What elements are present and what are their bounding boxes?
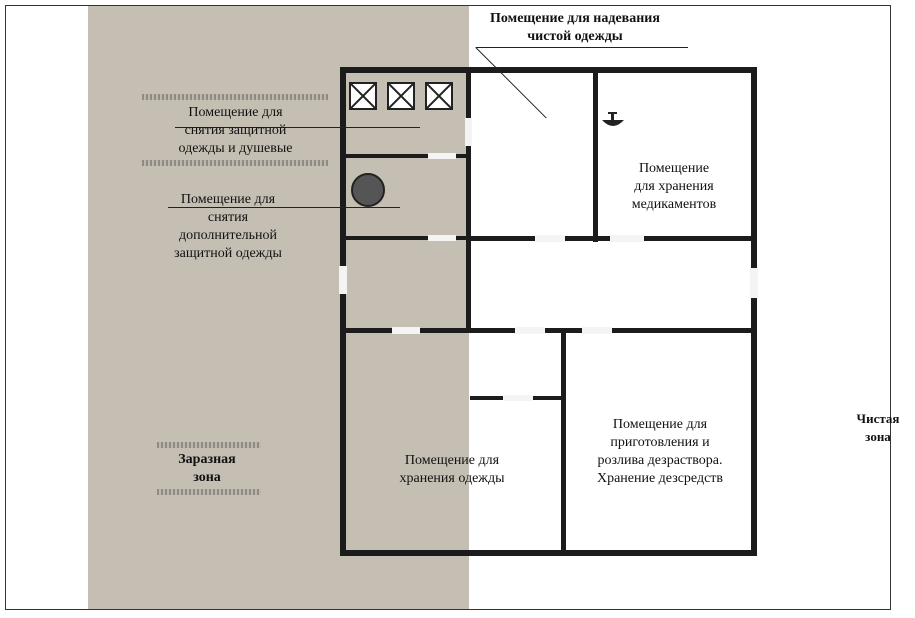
label-line: снятия защитной <box>184 123 287 138</box>
door-opening <box>535 235 565 242</box>
leader-line <box>175 127 420 128</box>
clean-zone-label: Чистая зона <box>846 410 910 446</box>
wall-disinfect-left <box>561 330 566 554</box>
label-hatch <box>157 489 261 495</box>
undress-shower-room-label: Помещение для снятия защитной одежды и д… <box>143 104 328 158</box>
label-line: Помещение для <box>612 417 708 432</box>
label-line: дополнительной <box>178 228 278 243</box>
corridor-floor <box>473 332 563 398</box>
wall-left <box>340 67 346 556</box>
label-hatch <box>157 442 261 448</box>
label-line: Помещение для <box>404 453 500 468</box>
wall-inner-vertical <box>466 70 471 332</box>
label-line: для хранения <box>634 179 714 194</box>
shower-box-icon <box>387 82 415 110</box>
wall-top <box>340 67 756 73</box>
wall-shower-bottom <box>343 154 469 158</box>
door-opening <box>582 327 612 334</box>
wall-medicine-left <box>593 70 598 242</box>
label-line: Чистая <box>856 411 900 426</box>
leader-line <box>476 47 688 48</box>
door-opening <box>610 235 644 242</box>
wall-right <box>751 67 757 556</box>
wall-lower <box>343 328 754 333</box>
label-line: Помещение <box>638 161 710 176</box>
label-line: Заразная <box>178 452 236 467</box>
shower-box-icon <box>349 82 377 110</box>
door-opening <box>392 327 420 334</box>
label-line: хранения одежды <box>399 471 505 486</box>
label-line: Хранение дезсредств <box>596 471 724 486</box>
contagious-zone-label: Заразная зона <box>157 451 257 487</box>
label-line: одежды и душевые <box>178 141 293 156</box>
label-line: приготовления и <box>610 435 710 450</box>
label-line: розлива дезраствора. <box>597 453 723 468</box>
door-opening <box>750 268 758 298</box>
label-line: медикаментов <box>631 197 717 212</box>
clean-clothes-room-label: Помещение для надевания чистой одежды <box>475 10 675 46</box>
drain-icon <box>351 173 385 207</box>
diagram-frame <box>5 5 891 610</box>
label-line: снятия <box>207 210 249 225</box>
label-line: зона <box>193 470 221 485</box>
label-line: Помещение для <box>180 192 276 207</box>
door-opening <box>503 395 533 401</box>
disinfectant-room-label: Помещение для приготовления и розлива де… <box>570 416 750 488</box>
label-line: Помещение для <box>188 105 283 120</box>
sink-icon <box>600 110 626 132</box>
door-opening <box>428 235 456 241</box>
label-line: зона <box>865 429 891 444</box>
door-opening <box>428 153 456 159</box>
label-line: Помещение для надевания <box>490 11 660 26</box>
label-line: чистой одежды <box>527 29 623 44</box>
door-opening <box>339 266 347 294</box>
leader-line <box>168 207 400 208</box>
door-opening <box>465 118 472 146</box>
clothes-storage-label: Помещение для хранения одежды <box>372 452 532 488</box>
shower-box-icon <box>425 82 453 110</box>
clean-floor <box>471 74 753 550</box>
medicine-room-label: Помещение для хранения медикаментов <box>604 160 744 214</box>
additional-undress-room-label: Помещение для снятия дополнительной защи… <box>143 191 313 263</box>
label-hatch <box>142 160 328 166</box>
label-line: защитной одежды <box>174 246 282 261</box>
label-hatch <box>142 94 328 100</box>
wall-extra-bottom <box>343 236 469 240</box>
wall-bottom <box>340 550 756 556</box>
door-opening <box>515 327 545 334</box>
